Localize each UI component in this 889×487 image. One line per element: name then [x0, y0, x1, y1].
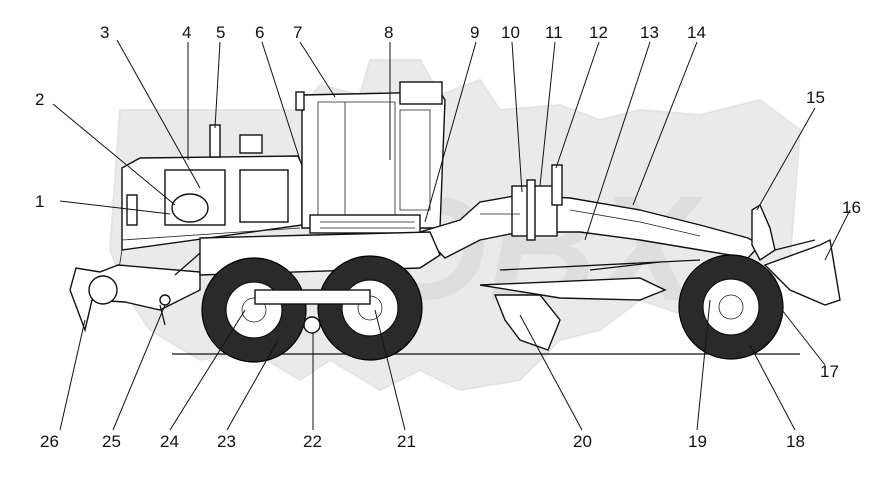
callout-labels: 1 2 3 4 5 6 7 8 9 10 11 12 13 14 15 16 1…	[35, 23, 861, 451]
front-wheel-assembly	[678, 254, 784, 360]
rear-ripper	[69, 239, 216, 333]
cab	[295, 81, 446, 234]
callout-6: 6	[255, 23, 264, 42]
callout-11: 11	[545, 23, 563, 42]
air-filter	[171, 193, 209, 223]
callout-20: 20	[573, 432, 592, 451]
callout-4: 4	[182, 23, 191, 42]
callout-3: 3	[100, 23, 109, 42]
moldboard-blade	[479, 259, 701, 351]
engine-side-panel-rear	[239, 169, 289, 223]
callout-12: 12	[589, 23, 608, 42]
rear-counterweight	[88, 275, 118, 305]
callout-18: 18	[786, 432, 805, 451]
callout-7: 7	[293, 23, 302, 42]
callout-9: 9	[470, 23, 479, 42]
callout-2: 2	[35, 90, 44, 109]
tandem-pivot	[303, 316, 321, 334]
engine-hood	[117, 124, 303, 276]
callout-10: 10	[501, 23, 520, 42]
tandem-rear-wheels	[201, 255, 423, 363]
exhaust-pipe	[209, 124, 221, 158]
callout-5: 5	[216, 23, 225, 42]
leader-lines	[52, 39, 851, 431]
callout-24: 24	[160, 432, 179, 451]
callout-25: 25	[102, 432, 121, 451]
cab-base	[309, 214, 421, 234]
callout-13: 13	[640, 23, 659, 42]
callout-1: 1	[35, 192, 44, 211]
callout-26: 26	[40, 432, 59, 451]
callout-19: 19	[688, 432, 707, 451]
cab-roof-unit	[399, 81, 443, 105]
callout-14: 14	[687, 23, 706, 42]
callout-23: 23	[217, 432, 236, 451]
precleaner	[239, 134, 263, 154]
front-push-plate	[751, 203, 841, 306]
callout-22: 22	[303, 432, 322, 451]
callout-16: 16	[842, 198, 861, 217]
tandem-housing	[254, 289, 371, 305]
callout-8: 8	[384, 23, 393, 42]
lift-cylinder	[551, 164, 563, 206]
callout-21: 21	[397, 432, 416, 451]
callout-15: 15	[806, 88, 825, 107]
callout-17: 17	[820, 362, 839, 381]
cab-light	[295, 91, 305, 111]
